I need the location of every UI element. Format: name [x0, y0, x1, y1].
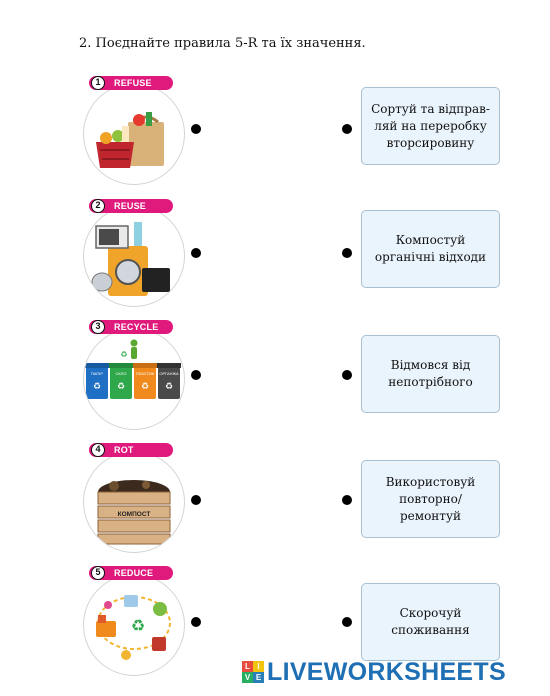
bin-label: ОРГАНІКА [159, 371, 179, 376]
match-dot-left-3[interactable] [191, 370, 201, 380]
rule-row-rot: КОМПОСТ ROT 4 Використовуй повторно/ рем… [0, 439, 550, 559]
match-dot-left-1[interactable] [191, 124, 201, 134]
meaning-box-3: Відмовся від непотрібного [361, 335, 500, 413]
rule-image-recycle: ПАПІР СКЛО ПЛАСТИК ОРГАНІКА ♻ ♻ ♻ ♻ ♻ [83, 328, 185, 430]
liveworksheets-logo-icon: L I V E [242, 661, 264, 683]
sorting-bins-icon: ПАПІР СКЛО ПЛАСТИК ОРГАНІКА ♻ ♻ ♻ ♻ ♻ [85, 339, 181, 399]
rule-image-reuse [83, 205, 185, 307]
match-dot-left-5[interactable] [191, 617, 201, 627]
rule-label-pill: RECYCLE [89, 320, 173, 334]
eco-cycle-icon: ♻ [96, 595, 171, 660]
rule-row-reduce: ♻ REDUCE 5 Скорочуй споживання [0, 564, 550, 684]
shopping-bag-basket-icon [96, 112, 164, 168]
rule-number-badge: 5 [91, 566, 105, 580]
crate-label: КОМПОСТ [118, 511, 151, 518]
match-dot-right-3[interactable] [342, 370, 352, 380]
task-title: 2. Поєднайте правила 5-R та їх значення. [79, 36, 366, 51]
liveworksheets-watermark: L I V E LIVEWORKSHEETS [242, 657, 506, 687]
rule-image-reduce: ♻ [83, 574, 185, 676]
rule-image-rot: КОМПОСТ [83, 451, 185, 553]
svg-text:♻: ♻ [165, 382, 173, 392]
rule-label-pill: REUSE [89, 199, 173, 213]
svg-text:♻: ♻ [120, 350, 127, 359]
match-dot-right-2[interactable] [342, 248, 352, 258]
rule-number-badge: 2 [91, 199, 105, 213]
svg-text:♻: ♻ [93, 382, 101, 392]
svg-text:♻: ♻ [141, 382, 149, 392]
meaning-box-1: Сортуй та відправ- ляй на переробку втор… [361, 87, 500, 165]
rule-row-recycle: ПАПІР СКЛО ПЛАСТИК ОРГАНІКА ♻ ♻ ♻ ♻ ♻ RE… [0, 315, 550, 435]
bin-label: ПЛАСТИК [136, 371, 155, 376]
match-dot-right-1[interactable] [342, 124, 352, 134]
rule-number-badge: 4 [91, 443, 105, 457]
rule-label-pill: REFUSE [89, 76, 173, 90]
match-dot-left-4[interactable] [191, 495, 201, 505]
match-dot-left-2[interactable] [191, 248, 201, 258]
rule-row-reuse: REUSE 2 Компостуй органічні відходи [0, 194, 550, 314]
meaning-box-5: Скорочуй споживання [361, 583, 500, 661]
bin-label: ПАПІР [91, 371, 103, 376]
meaning-box-2: Компостуй органічні відходи [361, 210, 500, 288]
rule-label-pill: ROT [89, 443, 173, 457]
bin-label: СКЛО [116, 371, 127, 376]
svg-text:♻: ♻ [117, 382, 125, 392]
rule-label-pill: REDUCE [89, 566, 173, 580]
rule-image-refuse [83, 83, 185, 185]
rule-row-refuse: REFUSE 1 Сортуй та відправ- ляй на перер… [0, 70, 550, 190]
rule-number-badge: 1 [91, 76, 105, 90]
match-dot-right-4[interactable] [342, 495, 352, 505]
compost-crate-icon: КОМПОСТ [97, 480, 171, 545]
meaning-box-4: Використовуй повторно/ ремонтуй [361, 460, 500, 538]
appliances-icon [91, 222, 170, 296]
svg-text:♻: ♻ [131, 616, 145, 635]
rule-number-badge: 3 [91, 320, 105, 334]
match-dot-right-5[interactable] [342, 617, 352, 627]
watermark-text: LIVEWORKSHEETS [267, 657, 506, 686]
